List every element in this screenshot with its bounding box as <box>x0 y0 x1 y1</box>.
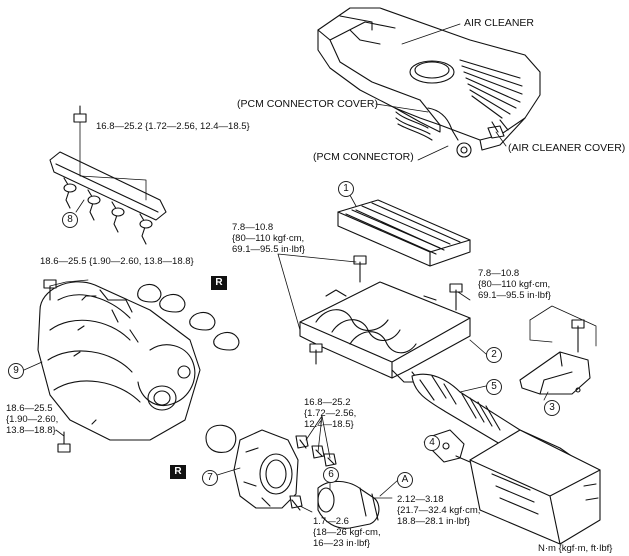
resonator-chamber <box>469 429 601 545</box>
callout-2: 2 <box>486 347 502 363</box>
torque-hose-clamp-small: 1.7—2.6 {18—26 kgf·cm, 16—23 in·lbf} <box>313 516 381 549</box>
label-pcm-connector-cover: (PCM CONNECTOR COVER) <box>237 98 378 110</box>
callout-a: A <box>397 472 413 488</box>
air-cleaner-case <box>299 281 471 383</box>
replace-mark-throttle-gasket: R <box>170 465 186 479</box>
air-cleaner-element <box>337 199 471 267</box>
torque-throttle-body: 16.8—25.2 {1.72—2.56, 12.4—18.5} <box>304 397 357 430</box>
callout-8: 8 <box>62 212 78 228</box>
callout-5: 5 <box>486 379 502 395</box>
throttle-body <box>233 429 337 511</box>
label-pcm-connector: (PCM CONNECTOR) <box>313 151 414 163</box>
air-cleaner-bolts <box>309 255 463 365</box>
callout-7: 7 <box>202 470 218 486</box>
torque-intake-manifold-bottom: 18.6—25.5 {1.90—2.60, 13.8—18.8} <box>6 403 59 436</box>
intake-hose-small <box>317 480 380 529</box>
callout-1: 1 <box>338 181 354 197</box>
label-air-cleaner: AIR CLEANER <box>464 17 535 29</box>
callout-6: 6 <box>323 467 339 483</box>
intake-manifold <box>37 279 201 453</box>
leader-lines-top <box>375 23 507 161</box>
callout-3: 3 <box>544 400 560 416</box>
replace-mark-gaskets: R <box>211 276 227 290</box>
intake-gaskets <box>137 283 240 453</box>
units-note: N·m {kgf·m, ft·lbf} <box>538 543 613 554</box>
torque-intake-manifold-top: 18.6—25.5 {1.90—2.60, 13.8—18.8} <box>40 256 194 267</box>
torque-air-cleaner-left: 7.8—10.8 {80—110 kgf·cm, 69.1—95.5 in·lb… <box>232 222 305 255</box>
torque-hose-clamp-large: 2.12—3.18 {21.7—32.4 kgf·cm, 18.8—28.1 i… <box>397 494 481 527</box>
air-cleaner-bracket <box>519 305 597 395</box>
torque-fuel-rail: 16.8—25.2 {1.72—2.56, 12.4—18.5} <box>96 121 250 132</box>
label-air-cleaner-cover: (AIR CLEANER COVER) <box>508 142 626 154</box>
air-cleaner-cover-assembly <box>317 7 541 158</box>
callout-9: 9 <box>8 363 24 379</box>
torque-air-cleaner-right: 7.8—10.8 {80—110 kgf·cm, 69.1—95.5 in·lb… <box>478 268 551 301</box>
fuel-rail-injectors <box>49 105 167 245</box>
callout-4: 4 <box>424 435 440 451</box>
